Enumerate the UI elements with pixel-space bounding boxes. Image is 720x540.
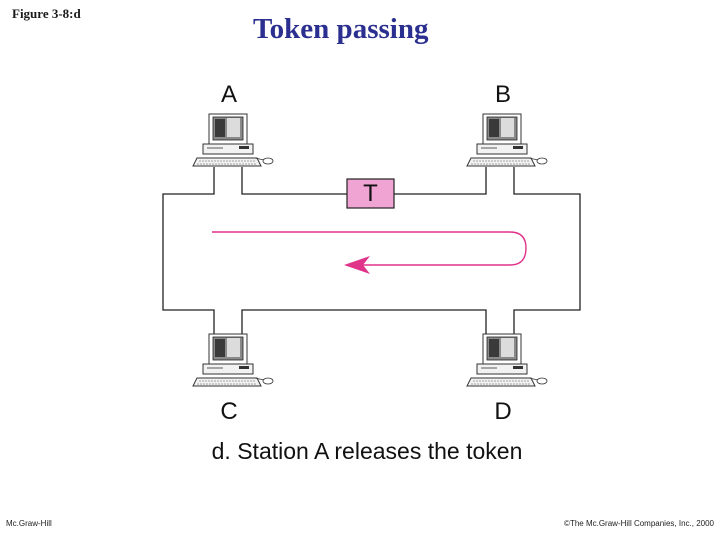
token-label: T (363, 180, 378, 207)
station-d-label: D (494, 398, 511, 425)
diagram-caption: d. Station A releases the token (212, 438, 523, 464)
station-c-label: C (220, 398, 237, 425)
station-d-computer-icon (466, 333, 548, 387)
station-a-computer-icon (192, 113, 274, 167)
token-box (346, 178, 395, 209)
station-b-label: B (495, 81, 511, 108)
figure-label: Figure 3-8:d (12, 6, 81, 21)
station-a-label: A (221, 81, 237, 108)
station-b-computer-icon (466, 113, 548, 167)
flow-arrow (212, 231, 527, 266)
copyright-footer: ©The Mc.Graw-Hill Companies, Inc., 2000 (564, 519, 714, 528)
arrow-head (344, 256, 370, 274)
publisher-footer: Mc.Graw-Hill (6, 519, 52, 528)
ring-cable (162, 167, 581, 334)
station-c-computer-icon (192, 333, 274, 387)
page-title: Token passing (253, 13, 429, 45)
